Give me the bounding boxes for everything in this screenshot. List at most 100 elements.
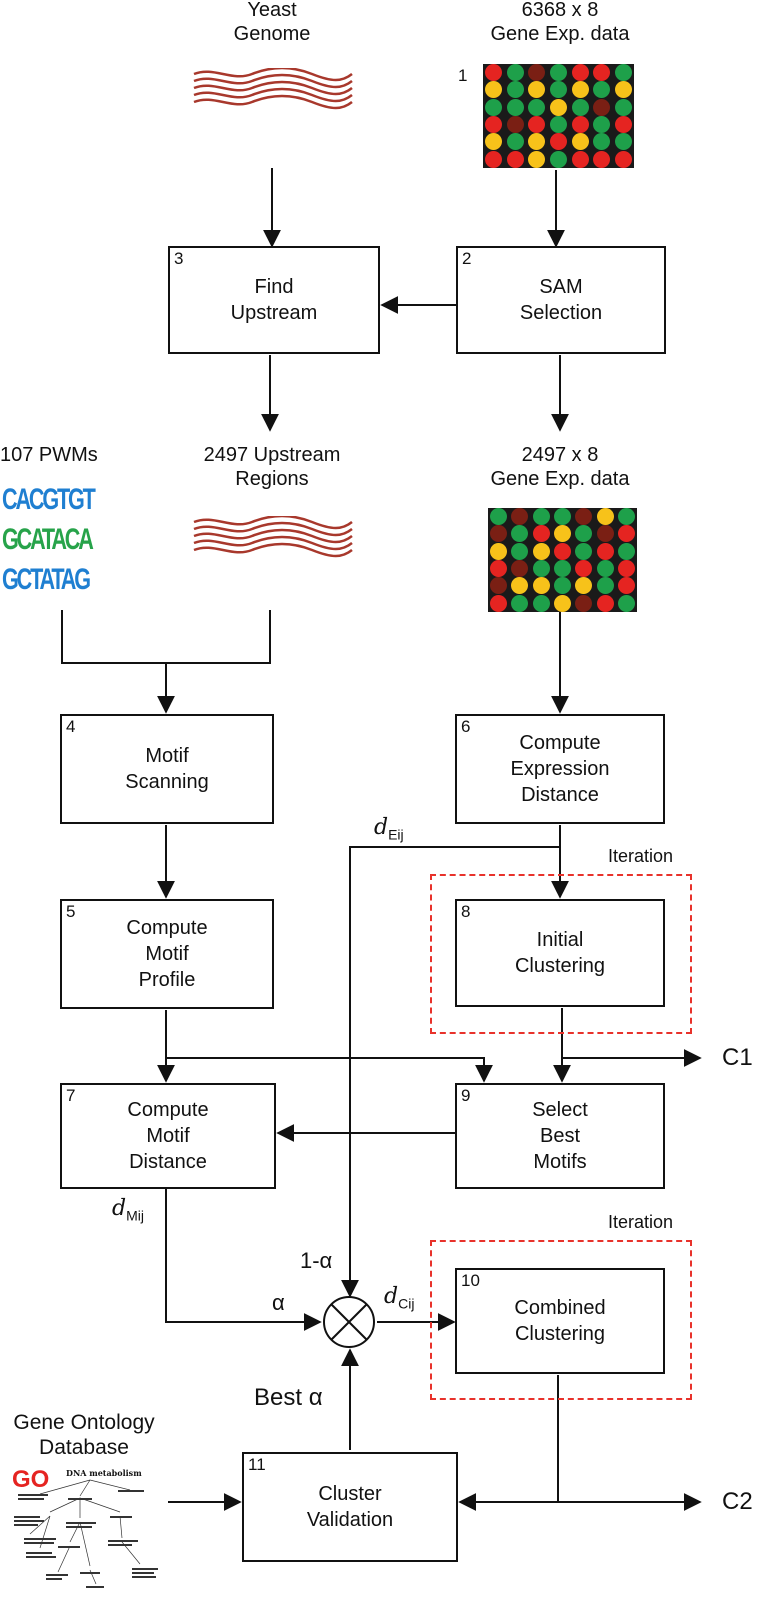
logo-row-3: GCTATAG	[2, 563, 91, 596]
matrix-cell	[549, 81, 567, 99]
combiner-node	[323, 1296, 375, 1348]
matrix-cell	[549, 150, 567, 168]
motif-scanning-l2: Scanning	[125, 771, 209, 793]
iteration-label-1: Iteration	[608, 846, 674, 866]
gene-exp-selected-label: 2497 x 8 Gene Exp. data	[470, 443, 650, 491]
matrix-cell	[485, 98, 503, 116]
matrix-cell	[490, 508, 508, 526]
step-5-number: 5	[66, 902, 76, 921]
one-minus-alpha-label: 1-α	[300, 1248, 333, 1273]
step-2-number: 2	[462, 249, 472, 268]
matrix-cell	[614, 116, 632, 134]
find-upstream-l1: Find	[254, 276, 294, 298]
motif-dist-l2: Motif	[146, 1125, 190, 1147]
cluster-validation-l1: Cluster	[318, 1483, 382, 1505]
matrix-cell	[614, 150, 632, 168]
initial-clustering-l2: Clustering	[514, 955, 606, 977]
upstream-regions-label: 2497 Upstream Regions	[180, 443, 364, 491]
logo-row-2: GCATACA	[2, 523, 94, 556]
matrix-cell	[485, 133, 503, 151]
matrix-cell	[532, 542, 550, 560]
matrix-cell	[532, 577, 550, 595]
matrix-cell	[506, 64, 524, 82]
d-eij-d: d	[374, 815, 389, 840]
matrix-cell	[506, 116, 524, 134]
matrix-cell	[528, 81, 546, 99]
matrix-cell	[490, 577, 508, 595]
upstream-regions-line2: Regions	[235, 468, 309, 490]
matrix-cell	[532, 525, 550, 543]
cluster-validation-l2: Validation	[306, 1509, 394, 1531]
matrix-number: 1	[458, 66, 468, 85]
iteration-region-2	[430, 1240, 692, 1400]
d-mij-sub: Mij	[126, 1207, 144, 1224]
matrix-cell	[553, 542, 571, 560]
matrix-cell	[506, 81, 524, 99]
matrix-cell	[485, 64, 503, 82]
matrix-cell	[593, 81, 611, 99]
initial-clustering-l1: Initial	[536, 929, 584, 951]
go-logo: GO	[12, 1466, 50, 1493]
expr-dist-l2: Expression	[510, 758, 610, 780]
matrix-cell	[617, 542, 635, 560]
matrix-cell	[617, 508, 635, 526]
matrix-cell	[553, 508, 571, 526]
step-8-number: 8	[461, 902, 471, 921]
matrix-cell	[528, 133, 546, 151]
matrix-cell	[485, 150, 503, 168]
gene-exp-sel-line2: Gene Exp. data	[490, 468, 630, 490]
matrix-cell	[593, 116, 611, 134]
motif-dist-l3: Distance	[129, 1151, 207, 1173]
expr-dist-l1: Compute	[519, 732, 601, 754]
expression-matrix-full	[483, 64, 634, 168]
matrix-cell	[593, 133, 611, 151]
matrix-cell	[575, 508, 593, 526]
matrix-cell	[553, 594, 571, 612]
go-db-line2: Database	[39, 1436, 129, 1459]
matrix-cell	[617, 577, 635, 595]
matrix-cell	[528, 98, 546, 116]
motif-scanning-l1: Motif	[145, 745, 189, 767]
matrix-cell	[596, 542, 614, 560]
best-motifs-l2: Best	[539, 1125, 581, 1147]
pwms-label: 107 PWMs	[0, 444, 98, 466]
matrix-cell	[532, 508, 550, 526]
step-7-number: 7	[66, 1086, 76, 1105]
matrix-cell	[528, 150, 546, 168]
matrix-cell	[617, 560, 635, 578]
genome-wave-icon	[193, 68, 353, 110]
matrix-cell	[485, 81, 503, 99]
best-motifs-l3: Motifs	[533, 1151, 587, 1173]
matrix-cell	[571, 81, 589, 99]
matrix-cell	[596, 594, 614, 612]
matrix-cell	[490, 594, 508, 612]
matrix-cell	[596, 508, 614, 526]
matrix-cell	[614, 98, 632, 116]
motif-profile-l1: Compute	[126, 917, 208, 939]
matrix-cell	[593, 64, 611, 82]
combined-clustering-l2: Clustering	[514, 1323, 606, 1345]
matrix-cell	[596, 560, 614, 578]
iteration-region-1	[430, 874, 692, 1034]
matrix-cell	[506, 133, 524, 151]
step-4-number: 4	[66, 717, 76, 736]
logo-row-1: CACGTGT	[2, 483, 96, 516]
matrix-cell	[511, 542, 529, 560]
yeast-genome-line1: Yeast	[247, 0, 297, 21]
motif-logo-icon: CACGTGT GCATACA GCTATAG	[2, 480, 106, 600]
combined-clustering-l1: Combined	[514, 1297, 606, 1319]
go-db-line1: Gene Ontology	[13, 1411, 155, 1434]
yeast-genome-line2: Genome	[233, 23, 311, 45]
matrix-cell	[506, 150, 524, 168]
d-eij-label: dEij	[374, 815, 404, 842]
best-motifs-l1: Select	[532, 1099, 588, 1121]
matrix-cell	[549, 116, 567, 134]
matrix-cell	[571, 98, 589, 116]
yeast-genome-label: Yeast Genome	[192, 0, 352, 46]
matrix-cell	[511, 577, 529, 595]
step-9-number: 9	[461, 1086, 471, 1105]
